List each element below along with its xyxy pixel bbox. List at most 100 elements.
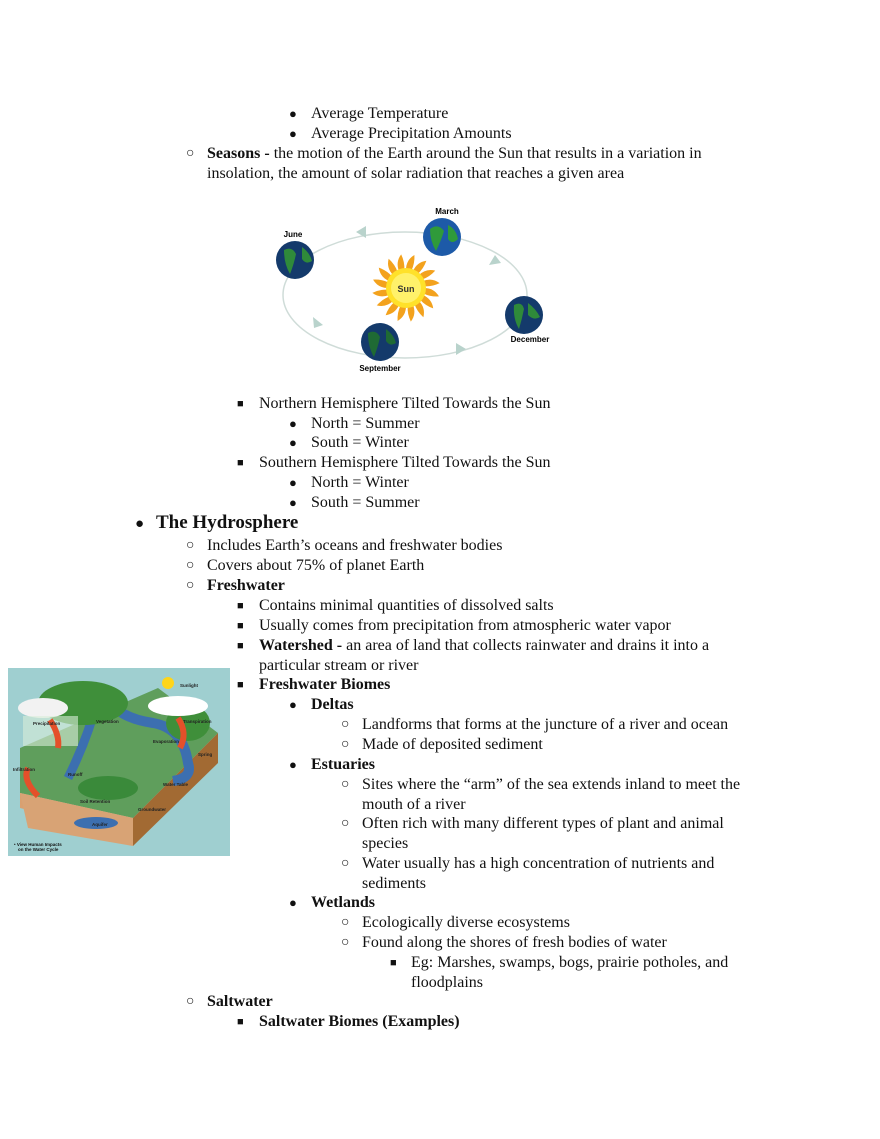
earth-december bbox=[505, 296, 543, 334]
list-item: Usually comes from precipitation from at… bbox=[259, 616, 671, 636]
list-item: Landforms that forms at the juncture of … bbox=[362, 715, 728, 735]
list-marker: ● bbox=[289, 106, 297, 121]
list-item-text: the motion of the Earth around the Sun t… bbox=[269, 145, 702, 162]
sun-ray bbox=[414, 300, 424, 318]
list-item-heading: Watershed - bbox=[259, 637, 343, 654]
list-item-continuation: insolation, the amount of solar radiatio… bbox=[207, 165, 625, 182]
orbit-arrow bbox=[313, 317, 323, 328]
sun-ray bbox=[412, 260, 427, 275]
list-item: Average Precipitation Amounts bbox=[311, 124, 512, 144]
list-item-text: Ecologically diverse ecosystems bbox=[362, 914, 570, 931]
list-item: North = Summer bbox=[311, 414, 420, 434]
list-item: Watershed - an area of land that collect… bbox=[259, 636, 709, 656]
list-item-heading: Deltas bbox=[311, 696, 354, 713]
list-item-text: Water usually has a high concentration o… bbox=[362, 855, 715, 872]
sun-ray bbox=[397, 305, 406, 321]
water-cycle-link-line1[interactable]: • View Human Impacts bbox=[14, 842, 62, 847]
sun-ray bbox=[407, 304, 415, 322]
water-cycle-label: Water Table bbox=[163, 782, 189, 787]
list-item: Deltas bbox=[311, 695, 354, 715]
list-marker: ○ bbox=[341, 816, 350, 831]
list-item: Made of deposited sediment bbox=[362, 735, 543, 755]
list-marker: ■ bbox=[237, 398, 244, 410]
list-marker: ○ bbox=[341, 915, 350, 930]
sun-ray bbox=[373, 279, 389, 288]
list-item: Includes Earth’s oceans and freshwater b… bbox=[207, 536, 502, 556]
list-item: Saltwater Biomes (Examples) bbox=[259, 1012, 460, 1032]
list-item-text: Southern Hemisphere Tilted Towards the S… bbox=[259, 454, 551, 471]
list-item: Estuaries bbox=[311, 755, 375, 775]
water-cycle-label: Sunlight bbox=[180, 683, 198, 688]
sun-ray bbox=[397, 254, 405, 272]
list-item-heading: Saltwater bbox=[207, 993, 273, 1010]
sun-ray bbox=[378, 267, 393, 282]
list-marker: ● bbox=[289, 435, 297, 450]
list-marker: ○ bbox=[341, 737, 350, 752]
sun-icon: Sun bbox=[372, 254, 440, 322]
water-cycle-label: Infiltration bbox=[13, 767, 35, 772]
list-item: Saltwater bbox=[207, 992, 273, 1012]
list-marker: ● bbox=[289, 757, 297, 772]
list-marker: ○ bbox=[186, 146, 195, 161]
list-item: Freshwater Biomes bbox=[259, 675, 390, 695]
list-item-text: Eg: Marshes, swamps, bogs, prairie potho… bbox=[411, 954, 729, 971]
list-item-heading: Seasons - bbox=[207, 145, 270, 162]
list-item-text: South = Winter bbox=[311, 434, 409, 451]
list-marker: ● bbox=[289, 495, 297, 510]
earth-march bbox=[423, 218, 461, 256]
list-item: The Hydrosphere bbox=[156, 512, 298, 534]
water-cycle-label: Runoff bbox=[68, 772, 83, 777]
sun-ray bbox=[406, 255, 415, 271]
water-cycle-label: Spring bbox=[198, 752, 213, 757]
list-marker: ■ bbox=[237, 1016, 244, 1028]
list-item-text: Average Temperature bbox=[311, 105, 449, 122]
list-item-continuation: sediments bbox=[362, 875, 426, 892]
list-item: Seasons - the motion of the Earth around… bbox=[207, 144, 702, 164]
list-item-text: Often rich with many different types of … bbox=[362, 815, 724, 832]
sun-ray bbox=[372, 289, 390, 297]
label-march: March bbox=[435, 207, 459, 216]
list-item: Often rich with many different types of … bbox=[362, 814, 724, 834]
list-marker: ○ bbox=[341, 856, 350, 871]
list-item-text: Contains minimal quantities of dissolved… bbox=[259, 597, 554, 614]
list-item-text: North = Winter bbox=[311, 474, 409, 491]
list-marker: ○ bbox=[186, 994, 195, 1009]
list-marker: ■ bbox=[237, 679, 244, 691]
list-item-continuation: particular stream or river bbox=[259, 657, 419, 674]
water-cycle-link-line2[interactable]: on the Water Cycle bbox=[18, 847, 59, 852]
list-marker: ○ bbox=[186, 538, 195, 553]
list-item-heading: Freshwater bbox=[207, 577, 285, 594]
list-marker: ○ bbox=[341, 935, 350, 950]
list-item-continuation: floodplains bbox=[411, 974, 483, 991]
sun-ray bbox=[422, 279, 440, 287]
list-item: Ecologically diverse ecosystems bbox=[362, 913, 570, 933]
water-cycle-label: Transpiration bbox=[183, 719, 212, 724]
list-marker: ○ bbox=[341, 777, 350, 792]
list-item: Eg: Marshes, swamps, bogs, prairie potho… bbox=[411, 953, 728, 973]
list-item-heading: Saltwater Biomes (Examples) bbox=[259, 1013, 460, 1030]
list-item: Freshwater bbox=[207, 576, 285, 596]
sun-ray bbox=[423, 288, 439, 297]
list-item: South = Summer bbox=[311, 493, 420, 513]
list-item-text: Found along the shores of fresh bodies o… bbox=[362, 934, 667, 951]
earth-june bbox=[276, 241, 314, 279]
list-item: South = Winter bbox=[311, 433, 409, 453]
orbit-arrow bbox=[356, 226, 366, 238]
water-cycle-label: Soil Retention bbox=[80, 799, 111, 804]
list-marker: ■ bbox=[237, 600, 244, 612]
seasons-diagram: Sun March June September December bbox=[276, 207, 549, 373]
sun-ray bbox=[388, 258, 398, 276]
water-cycle-label: Precipitation bbox=[33, 721, 61, 726]
list-marker: ○ bbox=[186, 578, 195, 593]
list-item-text: Average Precipitation Amounts bbox=[311, 125, 512, 142]
list-item-text: Northern Hemisphere Tilted Towards the S… bbox=[259, 395, 551, 412]
sun-label: Sun bbox=[398, 284, 415, 294]
sun-ray bbox=[385, 301, 400, 316]
list-item: Southern Hemisphere Tilted Towards the S… bbox=[259, 453, 550, 473]
sun-ray bbox=[376, 296, 394, 306]
list-item-text: an area of land that collects rainwater … bbox=[342, 637, 710, 654]
list-item: Wetlands bbox=[311, 893, 375, 913]
label-june: June bbox=[284, 230, 303, 239]
list-item-text: South = Summer bbox=[311, 494, 420, 511]
list-item: North = Winter bbox=[311, 473, 409, 493]
